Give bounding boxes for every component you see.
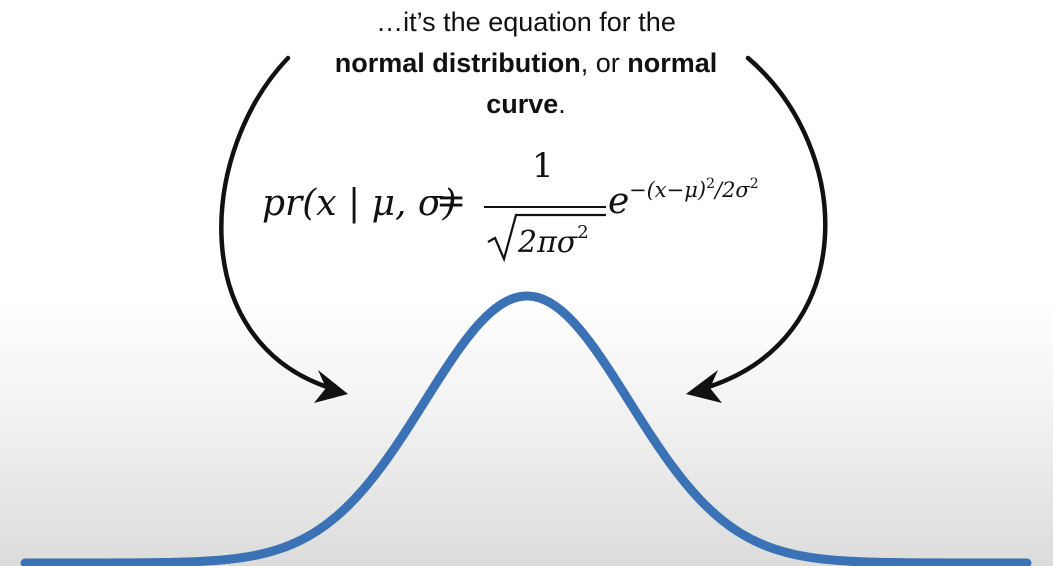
- formula-exponent-part-2: /2σ: [715, 178, 750, 202]
- caption-mid: , or: [580, 48, 628, 78]
- formula-numerator: 1: [532, 146, 554, 186]
- formula-exp-base: e: [608, 181, 630, 222]
- curved-arrow-down-left-icon: [686, 55, 828, 403]
- caption-line-3: curve.: [236, 84, 816, 125]
- caption-line-1: …it’s the equation for the: [376, 7, 676, 37]
- formula-equals: =: [436, 181, 467, 222]
- normal-distribution-formula: pr(x | μ, σ) = 1 2πσ2 e −(x−μ)2/2σ2: [250, 140, 810, 280]
- formula-exponent-part-1: −(x−μ): [629, 178, 707, 202]
- normal-curve-line: [20, 291, 1032, 566]
- caption-text: …it’s the equation for the normal distri…: [236, 2, 816, 125]
- formula-lhs: pr(x | μ, σ): [262, 183, 457, 224]
- fraction-bar: [484, 206, 606, 208]
- formula-denominator: 2πσ2: [518, 222, 589, 260]
- formula-exponent-power-2: 2: [749, 176, 759, 192]
- formula-lhs-name: pr: [262, 183, 303, 224]
- formula-exponent: −(x−μ)2/2σ2: [629, 176, 759, 202]
- caption-bold-curve: curve: [486, 89, 559, 119]
- caption-line-2: normal distribution, or normal: [236, 43, 816, 84]
- curved-arrow-down-right-icon: [219, 55, 348, 403]
- formula-denominator-power: 2: [577, 222, 589, 243]
- formula-denominator-body: 2πσ: [518, 225, 578, 260]
- caption-bold-normal: normal: [627, 48, 718, 78]
- formula-exponent-power-1: 2: [706, 176, 715, 192]
- formula-lhs-args: (x | μ, σ): [302, 183, 457, 224]
- caption-bold-normal-distribution: normal distribution: [334, 48, 581, 78]
- caption-end: .: [558, 89, 566, 119]
- square-root-icon: [487, 213, 606, 262]
